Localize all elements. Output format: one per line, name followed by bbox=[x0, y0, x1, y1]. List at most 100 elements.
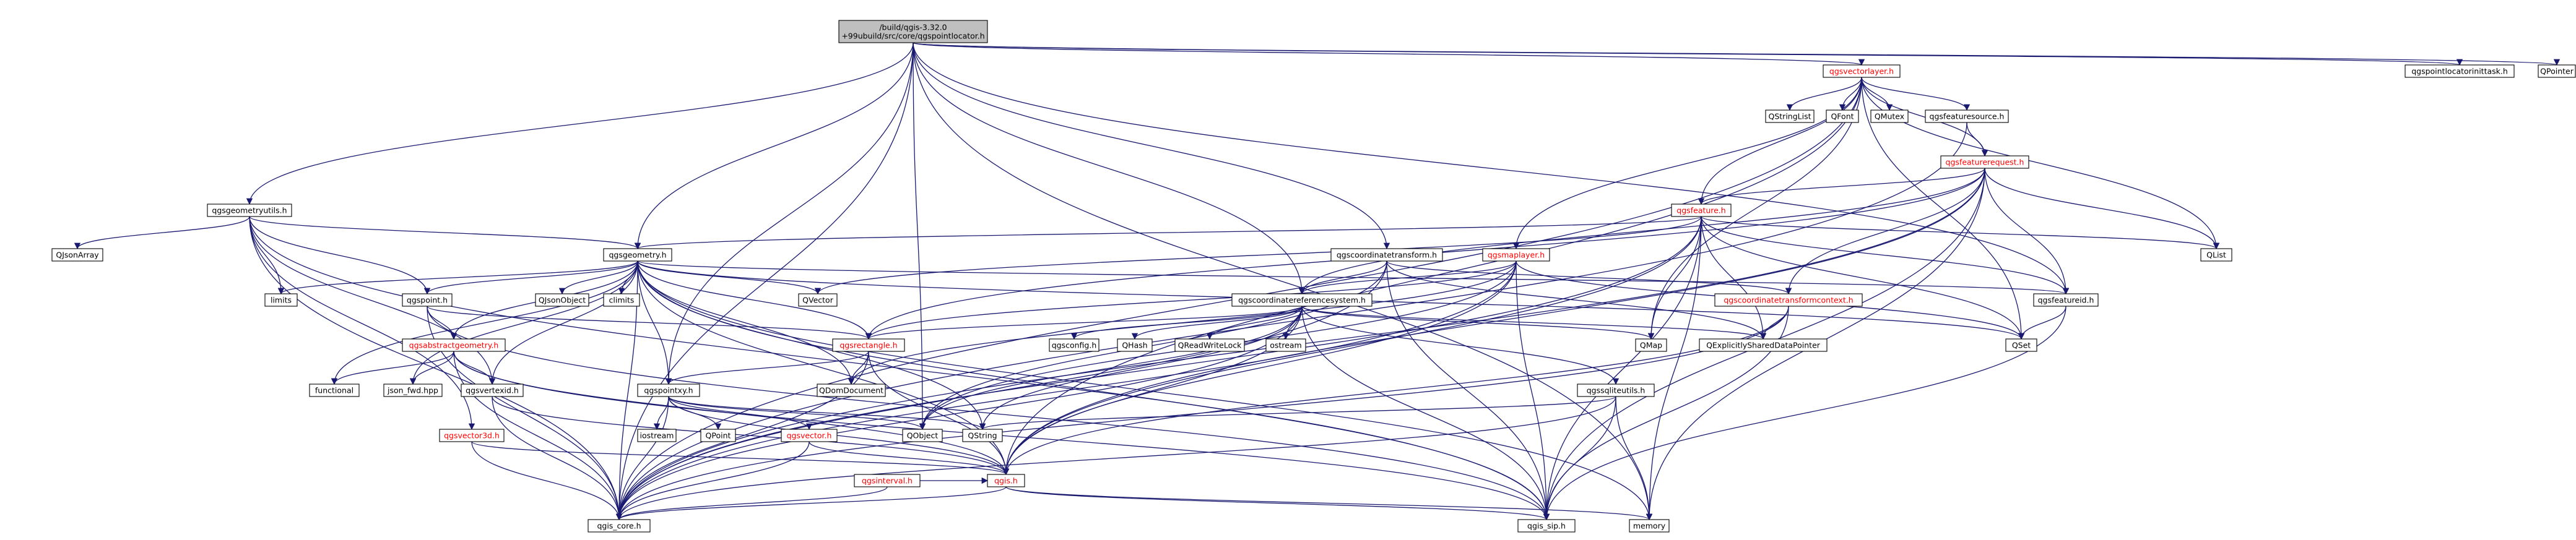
node-qgsmaplayer[interactable]: qgsmaplayer.h bbox=[1482, 248, 1550, 262]
node-box-qvector bbox=[798, 293, 838, 307]
edge-qgsgeometryutils-to-qgspoint-group bbox=[249, 216, 431, 295]
edge-qgsfeaturerequest-to-qgsfeature bbox=[1698, 168, 1985, 205]
node-label-qgspointlocatorinittask: qgspointlocatorinittask.h bbox=[2411, 67, 2508, 76]
node-qgsctc[interactable]: qgscoordinatetransformcontext.h bbox=[1714, 293, 1863, 307]
edge-qgsgeometry-to-qgsfeatureid-group bbox=[637, 260, 2069, 295]
edge-qgsvectorlayer-to-qlist bbox=[1861, 77, 2220, 250]
node-qgissip[interactable]: qgis_sip.h bbox=[1517, 519, 1576, 533]
node-label-qgsfeaturesource: qgsfeaturesource.h bbox=[1930, 112, 2005, 121]
node-functional: functional bbox=[309, 384, 360, 397]
edge-qgsgeometryutils-to-qjsonarray-group bbox=[74, 216, 250, 250]
edge-qgsvertexid-to-qgiscore-group bbox=[492, 396, 623, 521]
node-climits: climits bbox=[603, 293, 640, 307]
node-qgsinterval[interactable]: qgsinterval.h bbox=[854, 474, 921, 487]
node-box-qgscrs bbox=[1231, 293, 1373, 307]
node-qgsfeaturesource[interactable]: qgsfeaturesource.h bbox=[1925, 109, 2009, 123]
node-qgspointlocatorinittask[interactable]: qgspointlocatorinittask.h bbox=[2405, 64, 2515, 78]
edge-qgscrs-to-qhash bbox=[1131, 306, 1303, 340]
node-label-qpoint: QPoint bbox=[706, 431, 731, 440]
edge-qgsfeature-to-qgissip-group bbox=[1543, 216, 1702, 521]
edge-qgsfeature-to-qexplicitly-group bbox=[1701, 216, 1767, 340]
edge-qgscrs-to-qgsconfig bbox=[1070, 306, 1303, 340]
node-root[interactable]: /build/qgis-3.32.0+99ubuild/src/core/qgs… bbox=[838, 20, 988, 43]
node-qgspoint[interactable]: qgspoint.h bbox=[402, 293, 453, 307]
edge-qgsvector3d-to-qgis bbox=[471, 441, 1009, 476]
edge-qgsgeometryutils-to-qgsvertexid-group bbox=[249, 216, 496, 385]
node-qgsgeometryutils[interactable]: qgsgeometryutils.h bbox=[207, 204, 292, 217]
node-box-qgspoint bbox=[402, 293, 453, 307]
edge-qgsfeature-to-qgsgeometry-group bbox=[635, 216, 1702, 250]
edge-qgspoint-to-qgsrectangle-group bbox=[427, 306, 872, 340]
node-qgsabstractgeometry[interactable]: qgsabstractgeometry.h bbox=[402, 338, 506, 352]
node-label-qgsfeature: qgsfeature.h bbox=[1676, 206, 1725, 215]
edge-qgsvectorlayer-to-qset-group bbox=[1861, 77, 2025, 340]
node-label-iostream: iostream bbox=[640, 431, 674, 440]
node-qgsfeature[interactable]: qgsfeature.h bbox=[1671, 204, 1732, 217]
node-box-qgsgeometryutils bbox=[207, 204, 292, 217]
edge-qgscrs-to-qgissip-group bbox=[1301, 306, 1550, 521]
node-label-qpointer: QPointer bbox=[2540, 67, 2574, 76]
node-box-qjsonarray bbox=[51, 248, 103, 262]
edge-qgsgeometryutils-to-qgsvector3d-group bbox=[249, 216, 475, 431]
node-label-climits: climits bbox=[609, 296, 635, 305]
edge-qgsfeature-to-qgsgeometry bbox=[635, 216, 1702, 250]
node-label-qgsvectorlayer: qgsvectorlayer.h bbox=[1829, 67, 1894, 76]
node-qpoint: QPoint bbox=[700, 429, 736, 442]
node-label-qgscoordinatetransform: qgscoordinatetransform.h bbox=[1337, 251, 1437, 260]
node-box-qgissip bbox=[1517, 519, 1576, 533]
node-qgspointxy[interactable]: qgspointxy.h bbox=[637, 384, 700, 397]
edge-root-to-qobject bbox=[913, 42, 926, 431]
edge-qgsvertexid-to-qgis-group bbox=[492, 396, 1010, 476]
edge-qgsmaplayer-to-qgissip bbox=[1516, 260, 1550, 521]
edge-qgscrs-to-qexplicitly-group bbox=[1301, 306, 1766, 340]
node-label-ostream: ostream bbox=[1270, 341, 1301, 350]
node-qfont: QFont bbox=[1826, 109, 1859, 123]
node-qgscrs[interactable]: qgscoordinatereferencesystem.h bbox=[1231, 293, 1373, 307]
node-qdomdocument: QDomDocument bbox=[817, 384, 886, 397]
node-label-qgsinterval: qgsinterval.h bbox=[862, 476, 913, 486]
node-qgsrectangle[interactable]: qgsrectangle.h bbox=[832, 338, 905, 352]
node-qhash: QHash bbox=[1117, 338, 1153, 352]
node-label-qgsvector3d: qgsvector3d.h bbox=[444, 431, 500, 440]
edge-qgsgeometry-to-qvector bbox=[637, 260, 822, 295]
node-label-qgis: qgis.h bbox=[994, 476, 1018, 486]
node-qgsvectorlayer[interactable]: qgsvectorlayer.h bbox=[1823, 64, 1901, 78]
node-label-qgsconfig: qgsconfig.h bbox=[1052, 341, 1097, 350]
node-label-qjsonobject: QJsonObject bbox=[539, 296, 586, 305]
node-box-qgsconfig bbox=[1049, 338, 1099, 352]
node-qgsfeaturerequest[interactable]: qgsfeaturerequest.h bbox=[1940, 155, 2029, 169]
edge-qgsabstractgeometry-to-functional bbox=[331, 351, 454, 385]
edge-root-to-qgsgeometryutils-group bbox=[246, 42, 914, 205]
edge-qgsfeature-to-qlist-group bbox=[1701, 216, 2219, 250]
node-qgsfeatureid[interactable]: qgsfeatureid.h bbox=[2033, 293, 2099, 307]
edge-qgsvectorlayer-to-qmap-group bbox=[1647, 77, 1862, 340]
edge-qgsfeaturerequest-to-qlist-group bbox=[1984, 168, 2220, 250]
edge-root-to-qgsfeatureid bbox=[913, 42, 2070, 295]
edge-root-to-qgsvectorlayer-group bbox=[913, 42, 1865, 66]
edge-qgsfeature-to-qset bbox=[1701, 216, 2025, 340]
edge-qgsmaplayer-to-qgsrectangle bbox=[865, 260, 1517, 340]
edge-qgscrs-to-qgiscore bbox=[615, 306, 1303, 521]
node-qgsvertexid[interactable]: qgsvertexid.h bbox=[461, 384, 524, 397]
edge-qgsgeometry-to-functional bbox=[331, 260, 638, 385]
node-box-qlist bbox=[2200, 248, 2232, 262]
node-label-qgsrectangle: qgsrectangle.h bbox=[839, 341, 897, 350]
node-box-qgsmaplayer bbox=[1482, 248, 1550, 262]
node-label-qgssqliteutils: qgssqliteutils.h bbox=[1587, 386, 1646, 395]
node-label-qdomdocument: QDomDocument bbox=[819, 386, 883, 395]
node-qgscoordinatetransform[interactable]: qgscoordinatetransform.h bbox=[1330, 248, 1443, 262]
edge-qgspointxy-to-qgsvector bbox=[668, 396, 813, 431]
node-qgssqliteutils[interactable]: qgssqliteutils.h bbox=[1577, 384, 1655, 397]
edge-qgsfeature-to-qlist bbox=[1701, 216, 2219, 250]
node-qgsvector3d[interactable]: qgsvector3d.h bbox=[439, 429, 505, 442]
node-box-iostream bbox=[637, 429, 677, 442]
edge-qgsgeometry-to-qgis-group bbox=[637, 260, 1010, 476]
edge-root-to-qgsvectorlayer bbox=[913, 42, 1865, 66]
node-qgsgeometry[interactable]: qgsgeometry.h bbox=[603, 248, 672, 262]
edge-qgscrs-to-qreadwritelock bbox=[1206, 306, 1303, 340]
node-qgiscore[interactable]: qgis_core.h bbox=[588, 519, 651, 533]
node-qgis[interactable]: qgis.h bbox=[987, 474, 1025, 487]
node-qgsvector[interactable]: qgsvector.h bbox=[781, 429, 838, 442]
edge-qgis-to-memory bbox=[1005, 486, 1652, 521]
node-label-qgiscore: qgis_core.h bbox=[597, 521, 641, 531]
